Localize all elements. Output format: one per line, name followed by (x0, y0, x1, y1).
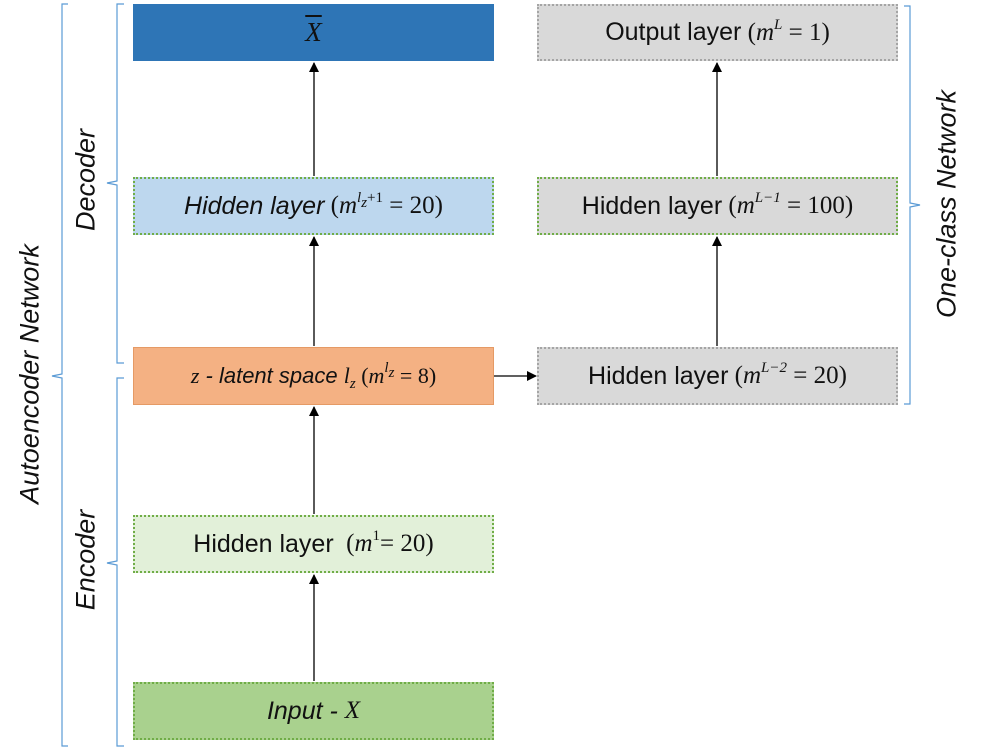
latent-space-box: z - latent space lz (mlz = 8) (133, 347, 494, 405)
oneclass-hidden-bottom-box: Hidden layer (mL−2 = 20) (537, 347, 898, 405)
oneclass-hidden-bottom-formula: (mL−2 = 20) (728, 360, 847, 390)
latent-formula: lz (mlz = 8) (343, 360, 437, 392)
encoder-hidden-label: Hidden layer (193, 529, 334, 558)
one-class-network-label: One-class Network (931, 89, 962, 319)
oneclass-hidden-top-formula: (mL−1 = 100) (722, 190, 854, 220)
output-layer-formula: (mL = 1) (741, 16, 830, 46)
oneclass-hidden-top-box: Hidden layer (mL−1 = 100) (537, 177, 898, 235)
encoder-label: Encoder (70, 509, 101, 611)
latent-label: - latent space (199, 363, 344, 388)
encoder-hidden-formula: (m1= 20) (333, 528, 434, 558)
input-box: Input - X (133, 682, 494, 740)
output-layer-label: Output layer (605, 18, 742, 46)
latent-z-symbol: z (190, 363, 200, 388)
decoder-hidden-label: Hidden layer (184, 191, 325, 220)
decoder-brace (106, 3, 124, 364)
xbar-symbol: X (305, 17, 322, 47)
decoder-label: Decoder (70, 128, 101, 232)
xbar-output-box: X (133, 4, 494, 61)
oneclass-brace (904, 5, 921, 405)
decoder-hidden-layer-box: Hidden layer (mlz+1 = 20) (133, 177, 494, 235)
input-label: Input - (266, 696, 345, 725)
decoder-hidden-formula: (mlz+1 = 20) (324, 190, 443, 220)
encoder-brace (106, 377, 124, 747)
encoder-hidden-layer-box: Hidden layer (m1= 20) (133, 515, 494, 573)
oneclass-hidden-top-label: Hidden layer (581, 191, 723, 220)
oneclass-hidden-bottom-label: Hidden layer (588, 361, 729, 390)
input-symbol: X (344, 697, 361, 724)
autoencoder-brace (51, 3, 68, 747)
autoencoder-network-label: Autoencoder Network (14, 244, 45, 504)
output-layer-box: Output layer (mL = 1) (537, 4, 898, 61)
